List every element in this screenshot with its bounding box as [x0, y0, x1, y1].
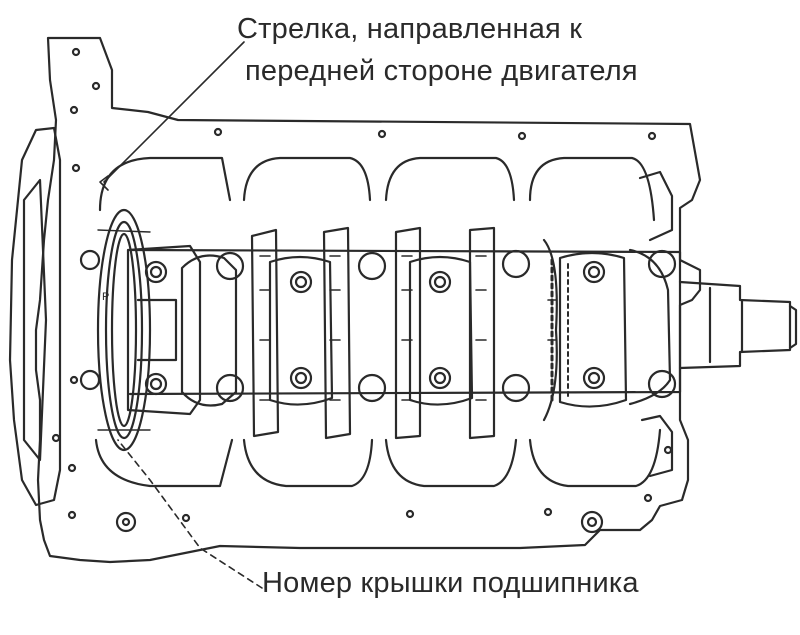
main-bearing-caps — [126, 244, 628, 416]
mount-hole-right — [580, 510, 604, 534]
journal-bolts — [79, 249, 677, 403]
front-arrow-callout: Стрелка, направленная к передней стороне… — [237, 8, 638, 92]
front-arrow-callout-line2: передней стороне двигателя — [245, 55, 638, 87]
bearing-number-leader — [117, 439, 263, 589]
cylinder-block-outline — [34, 36, 702, 564]
mount-hole-left — [115, 511, 137, 533]
flywheel-ring-gear — [96, 208, 152, 452]
front-arrow-mark — [99, 175, 109, 191]
front-shaft — [678, 280, 798, 370]
front-arrow-callout-line1: Стрелка, направленная к — [237, 13, 583, 45]
web-details — [259, 255, 557, 401]
cylinder-bays — [94, 156, 662, 488]
arrow-callout-leader — [103, 41, 245, 183]
rear-cover — [8, 126, 62, 507]
block-bolt-holes — [51, 47, 673, 523]
bearing-cap-number-callout: Номер крышки подшипника — [262, 567, 639, 599]
crankshaft-body — [128, 248, 682, 396]
cap-mark-text: Р — [102, 291, 109, 303]
